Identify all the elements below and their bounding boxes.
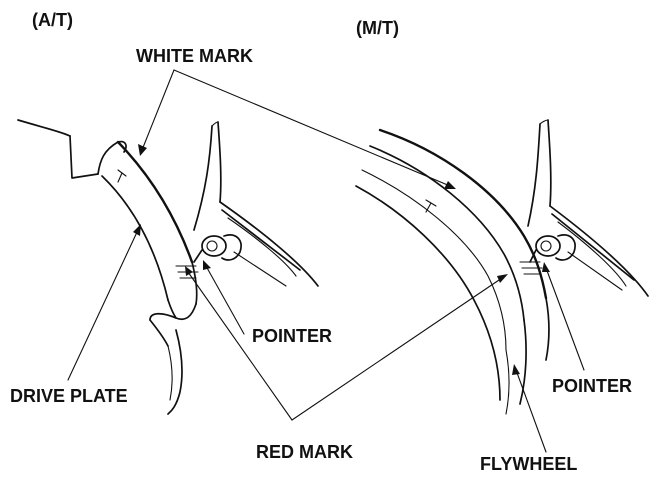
label-pointer-at: POINTER	[252, 326, 332, 346]
drive-plate-leader	[67, 224, 141, 381]
white-mark-leaders	[138, 69, 456, 189]
bellhousing-pointer-mt	[527, 119, 649, 297]
drive-plate-illustration	[17, 119, 199, 415]
pointer-at-leader	[203, 260, 245, 335]
label-drive-plate: DRIVE PLATE	[10, 386, 128, 406]
label-flywheel: FLYWHEEL	[480, 454, 577, 474]
label-white-mark: WHITE MARK	[136, 46, 253, 66]
red-mark-leaders	[185, 266, 508, 421]
pointer-mt-leader	[542, 262, 585, 371]
flywheel-leader	[512, 364, 547, 453]
label-red-mark: RED MARK	[256, 442, 353, 462]
flywheel-illustration	[355, 128, 550, 415]
label-at: (A/T)	[32, 10, 73, 30]
label-pointer-mt: POINTER	[552, 376, 632, 396]
label-mt: (M/T)	[356, 18, 399, 38]
bellhousing-pointer-at	[193, 121, 319, 287]
